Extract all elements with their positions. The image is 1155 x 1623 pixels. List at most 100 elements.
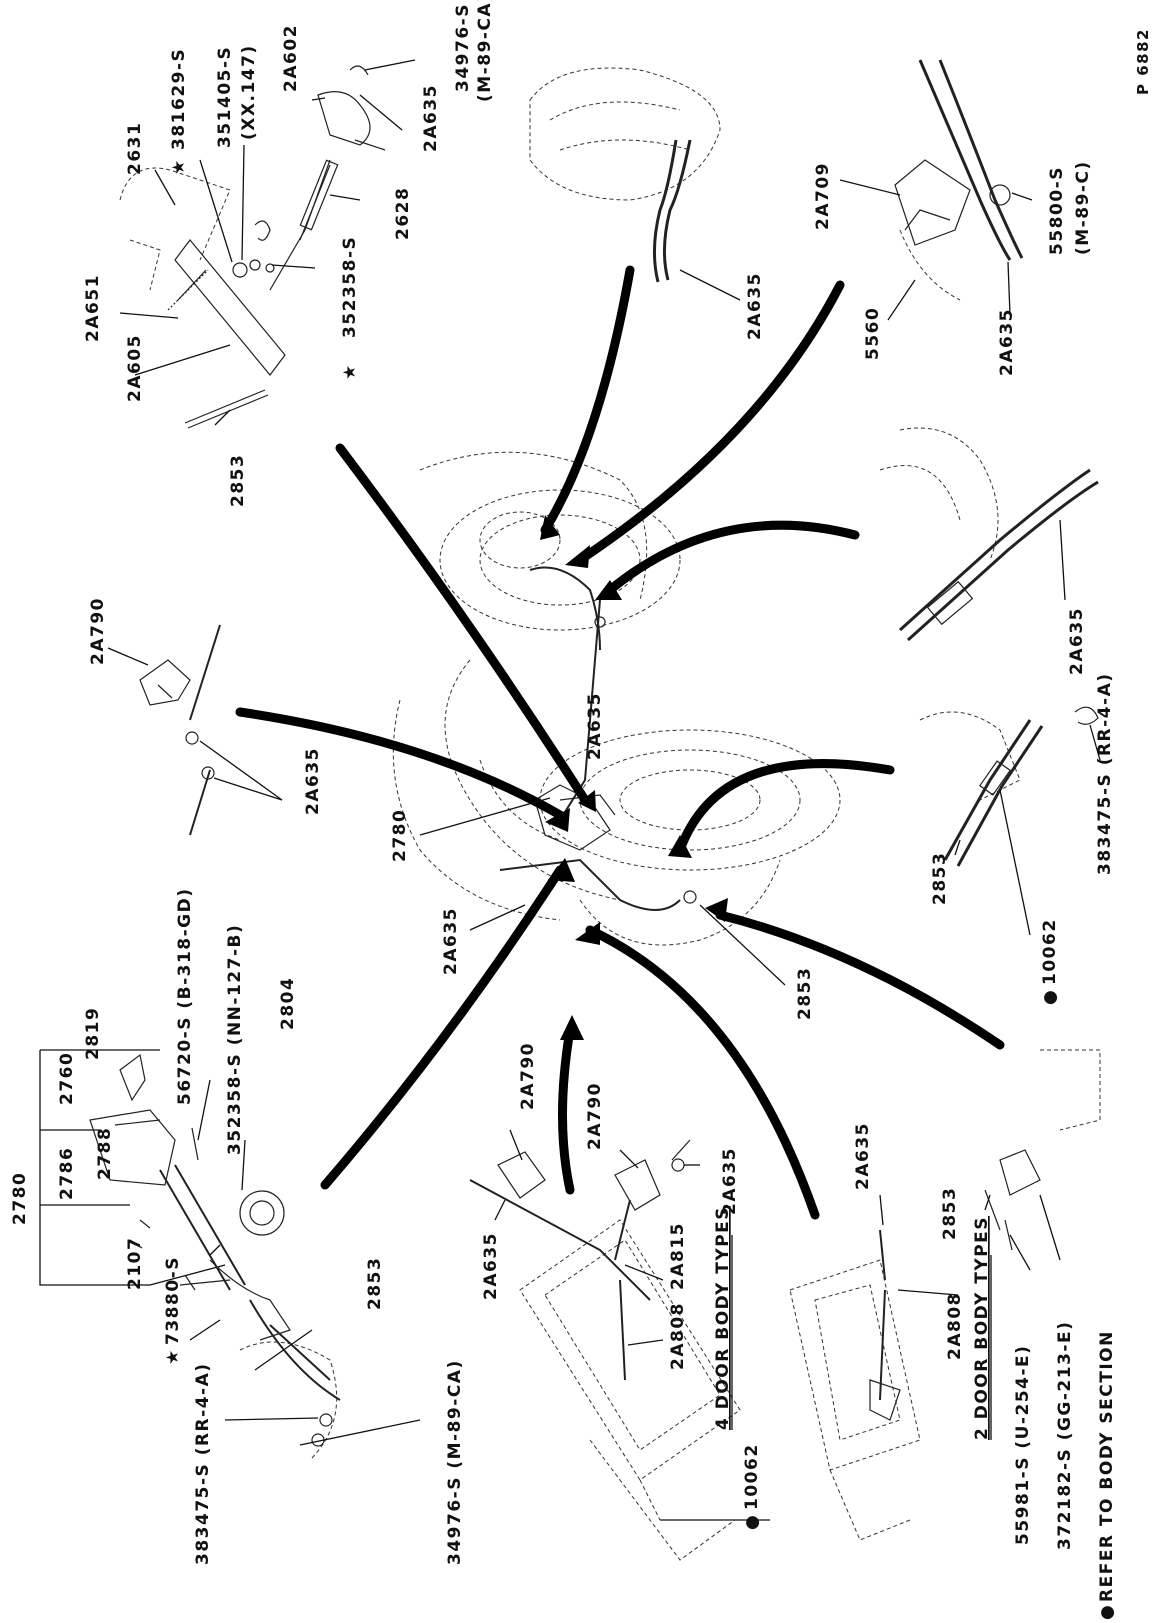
label-m89c: (M-89-C) <box>1073 160 1093 255</box>
arrow-lower-right <box>585 925 820 1220</box>
label-2853-lever: 2853 <box>365 1257 385 1310</box>
label-2a808-4door: 2A808 <box>668 1302 688 1370</box>
label-2a602: 2A602 <box>281 24 301 92</box>
bullet-refer: ● <box>1097 1604 1117 1620</box>
labels-two-door: 2A635 2A808 2853 2 DOOR BODY TYPES 55981… <box>853 1122 1117 1620</box>
label-381629: 381629-S <box>169 48 189 150</box>
leader-lines-top-left <box>119 59 416 426</box>
brake-drum-top: 2A635 <box>529 67 765 340</box>
label-2a815: 2A815 <box>668 1222 688 1290</box>
star-381629: ★ <box>169 158 189 175</box>
label-2a635-right: 2A635 <box>1067 607 1087 675</box>
label-m89ca-top: (M-89-CA) <box>475 0 495 102</box>
label-2628: 2628 <box>393 187 413 240</box>
label-2819: 2819 <box>83 1007 103 1060</box>
arrow-left-clip <box>235 707 565 820</box>
label-56720: 56720-S (B-318-GD) <box>175 887 195 1105</box>
cable-fitting-right: 2A635 <box>879 427 1099 675</box>
label-2a709: 2A709 <box>813 162 833 230</box>
arrow-head-8 <box>560 1015 584 1040</box>
label-55800: 55800-S <box>1047 166 1067 255</box>
star-352358: ★ <box>340 363 360 380</box>
caption-4-door: 4 DOOR BODY TYPES <box>713 1206 733 1430</box>
label-2780-center: 2780 <box>390 809 410 862</box>
label-34976-top: 34976-S <box>453 3 473 92</box>
label-383475-left: 383475-S (RR-4-A) <box>193 1362 213 1565</box>
label-5560: 5560 <box>863 307 883 360</box>
label-2853-2door: 2853 <box>940 1187 960 1240</box>
arrow-head-7 <box>548 858 575 882</box>
four-door-assembly <box>469 1129 770 1561</box>
label-2a635-2door: 2A635 <box>853 1122 873 1190</box>
label-2631: 2631 <box>125 122 145 175</box>
label-2a605: 2A605 <box>125 334 145 402</box>
label-351405: 351405-S <box>215 46 235 148</box>
label-2a635-mid: 2A635 <box>585 692 605 760</box>
labels-four-door: 2A790 2A790 2A635 2A635 2A815 2A808 4 DO… <box>481 1042 762 1530</box>
arrow-head-2 <box>540 515 560 540</box>
label-2786: 2786 <box>57 1147 77 1200</box>
label-34976-bottom: 34976-S (M-89-CA) <box>445 1359 465 1565</box>
bullet-10062-right: ● <box>1040 989 1060 1005</box>
label-352358-nn: 352358-S (NN-127-B) <box>225 924 245 1155</box>
label-2780-left: 2780 <box>10 1172 30 1225</box>
label-10062-4door: 10062 <box>742 1443 762 1510</box>
label-352358: 352358-S <box>340 236 360 338</box>
label-383475-right: 383475-S (RR-4-A) <box>1095 672 1115 875</box>
label-2a790-4door-b: 2A790 <box>585 1082 605 1150</box>
label-372182: 372182-S (GG-213-E) <box>1055 1321 1075 1550</box>
arrow-head-5 <box>545 808 570 832</box>
guide-assembly: 2A709 55800-S (M-89-C) 5560 2A635 <box>813 59 1093 376</box>
label-2a635-top: 2A635 <box>421 84 441 152</box>
label-2853-right: 2853 <box>930 852 950 905</box>
arrow-upper-left <box>335 443 590 805</box>
figure-id: P 6882 <box>1134 28 1152 95</box>
label-55981: 55981-S (U-254-E) <box>1013 1345 1033 1545</box>
arrow-right-cable <box>605 520 860 595</box>
arrow-upper-right <box>575 280 845 565</box>
label-2804: 2804 <box>278 977 298 1030</box>
center-labels: 2780 2A635 2A635 2853 <box>390 692 815 1020</box>
labels-lever: 2780 2760 2819 2788 2786 2107 56720-S (B… <box>10 887 465 1565</box>
label-2a635-center: 2A635 <box>441 907 461 975</box>
label-2853-top: 2853 <box>228 454 248 507</box>
arrow-head-9 <box>575 922 600 945</box>
label-2a651: 2A651 <box>83 274 103 342</box>
star-73880: ★ <box>163 1348 183 1365</box>
label-2a635-4door-b: 2A635 <box>481 1232 501 1300</box>
arrow-head-3 <box>565 545 590 568</box>
bracket-assembly-right: 383475-S (RR-4-A) 2853 ● 10062 <box>919 672 1115 1005</box>
label-2853-center: 2853 <box>795 967 815 1020</box>
caption-refer: REFER TO BODY SECTION <box>1097 1330 1117 1602</box>
arrow-head-10 <box>705 898 728 922</box>
label-2a635-drum: 2A635 <box>745 272 765 340</box>
clip-assembly-left: 2A790 2A635 <box>88 597 323 836</box>
label-2a808-2door: 2A808 <box>945 1292 965 1360</box>
label-2a635-guide: 2A635 <box>997 308 1017 376</box>
bullet-10062-4door: ● <box>742 1514 762 1530</box>
labels-top-left: 2631 2A651 2A605 2853 ★ 381629-S 351405-… <box>83 0 495 507</box>
direction-arrows <box>235 265 1005 1220</box>
arrow-head-1 <box>578 790 596 812</box>
arrow-lower-mid <box>558 1025 575 1195</box>
label-2a790-4door-a: 2A790 <box>518 1042 538 1110</box>
arrow-right-mid <box>675 759 895 855</box>
arrow-head-4 <box>595 580 622 600</box>
arrow-right-low <box>715 910 1005 1050</box>
label-2a790-left: 2A790 <box>88 597 108 665</box>
caption-2-door: 2 DOOR BODY TYPES <box>972 1216 992 1440</box>
arrow-head-6 <box>668 835 692 858</box>
equalizer-assembly <box>119 65 386 429</box>
label-2788: 2788 <box>95 1127 115 1180</box>
label-2a635-left: 2A635 <box>303 747 323 815</box>
label-2a635-4door-a: 2A635 <box>720 1147 740 1215</box>
label-2107: 2107 <box>125 1237 145 1290</box>
label-10062-right: 10062 <box>1040 918 1060 985</box>
two-door-assembly <box>789 1049 1101 1541</box>
label-2760: 2760 <box>57 1052 77 1105</box>
lever-assembly <box>39 1049 421 1461</box>
label-spec-xx147: (XX.147) <box>239 44 259 140</box>
arrow-upper-mid <box>540 265 635 535</box>
label-73880: 73880-S <box>163 1256 183 1345</box>
